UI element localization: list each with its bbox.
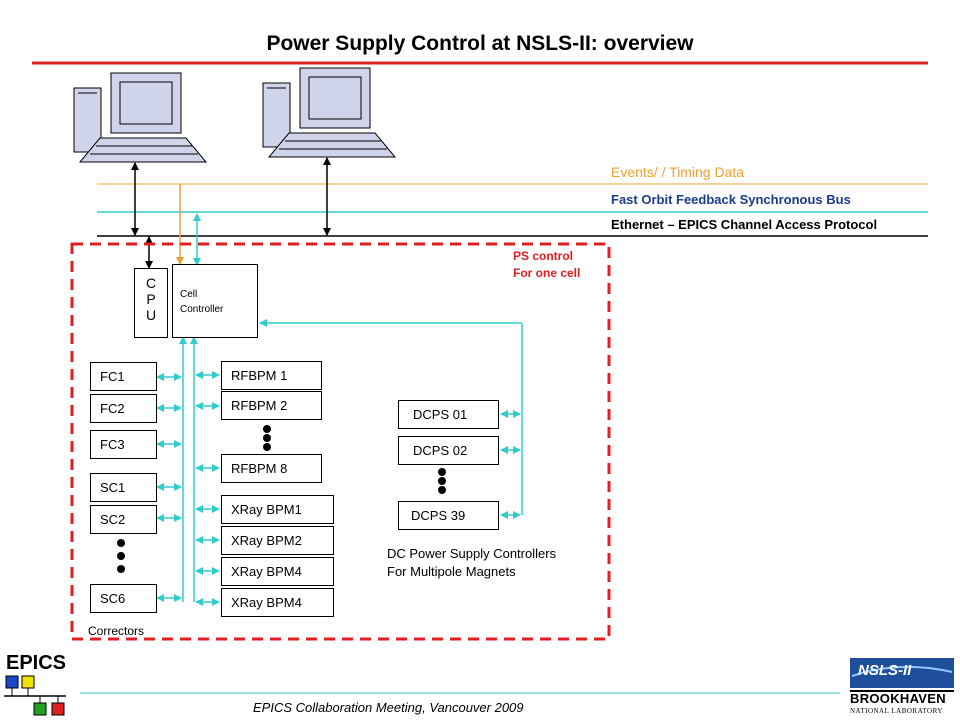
cpu-letter: C xyxy=(145,275,157,291)
cpu-box: C P U xyxy=(134,268,168,338)
xray-bpm4b-box: XRay BPM4 xyxy=(221,588,334,617)
cpu-letter: U xyxy=(145,307,157,323)
dc-caption: DC Power Supply Controllers xyxy=(387,546,557,561)
cell-controller-label: Cell xyxy=(180,289,198,300)
dcps02-box: DCPS 02 xyxy=(398,436,499,465)
dcps39-box: DCPS 39 xyxy=(398,501,499,530)
sc1-box: SC1 xyxy=(90,473,157,502)
nsls-logo: NSLS-II xyxy=(858,662,912,679)
epics-logo: EPICS xyxy=(6,652,67,674)
ps-control-label: PS control xyxy=(513,249,574,263)
ellipsis-dot xyxy=(438,468,446,476)
feedback-bus-label: Fast Orbit Feedback Synchronous Bus xyxy=(611,192,851,207)
footer-text: EPICS Collaboration Meeting, Vancouver 2… xyxy=(253,700,524,715)
brookhaven-logo-subtitle: NATIONAL LABORATORY xyxy=(850,707,943,715)
ellipsis-dot xyxy=(438,486,446,494)
sc6-box: SC6 xyxy=(90,584,157,613)
ps-control-label-line2: For one cell xyxy=(513,266,581,280)
xray-bpm1-box: XRay BPM1 xyxy=(221,495,334,524)
epics-logo-graphic xyxy=(4,675,66,716)
xray-bpm2-box: XRay BPM2 xyxy=(221,526,334,555)
workstation-icon xyxy=(73,72,208,163)
timing-bus-label: Events/ / Timing Data xyxy=(611,164,745,180)
ellipsis-dot xyxy=(117,539,125,547)
rfbpm8-box: RFBPM 8 xyxy=(221,454,322,483)
ellipsis-dot xyxy=(117,565,125,573)
ellipsis-dot xyxy=(117,552,125,560)
nsls-logo-graphic xyxy=(850,658,954,692)
dcps01-box: DCPS 01 xyxy=(398,400,499,429)
workstation-icon xyxy=(262,67,397,158)
ellipsis-dot xyxy=(263,425,271,433)
ethernet-bus-label: Ethernet – EPICS Channel Access Protocol xyxy=(611,217,878,232)
fc2-box: FC2 xyxy=(90,394,157,423)
cell-controller-label-line2: Controller xyxy=(180,304,224,315)
rfbpm2-box: RFBPM 2 xyxy=(221,391,322,420)
xray-bpm4-box: XRay BPM4 xyxy=(221,557,334,586)
dc-caption-line2: For Multipole Magnets xyxy=(387,564,516,579)
sc2-box: SC2 xyxy=(90,505,157,534)
cell-controller-box: Cell Controller xyxy=(172,264,258,338)
cell-boundary xyxy=(70,242,611,641)
rfbpm1-box: RFBPM 1 xyxy=(221,361,322,390)
fc1-box: FC1 xyxy=(90,362,157,391)
ellipsis-dot xyxy=(263,434,271,442)
fc3-box: FC3 xyxy=(90,430,157,459)
page-title: Power Supply Control at NSLS-II: overvie… xyxy=(266,32,694,55)
cpu-letter: P xyxy=(146,291,156,307)
brookhaven-logo: BROOKHAVEN xyxy=(850,691,946,706)
correctors-caption: Correctors xyxy=(88,624,145,638)
ellipsis-dot xyxy=(263,443,271,451)
ellipsis-dot xyxy=(438,477,446,485)
